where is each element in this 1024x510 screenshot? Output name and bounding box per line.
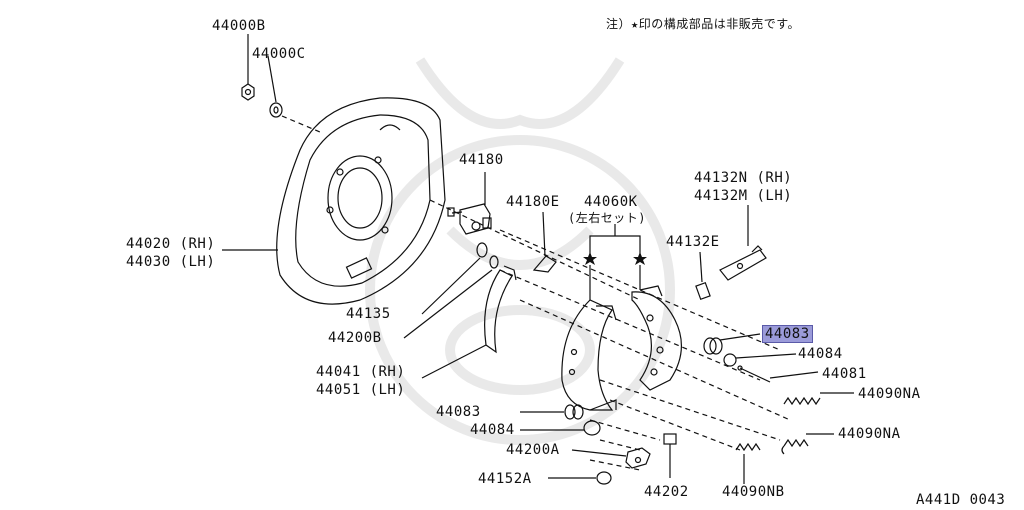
label-44083-right[interactable]: 44083 [762, 325, 813, 343]
cup-44084-right [723, 353, 737, 367]
backing-plate [276, 97, 446, 305]
label-44084-left[interactable]: 44084 [470, 422, 515, 438]
label-44000c[interactable]: 44000C [252, 46, 306, 62]
pin-44132e [695, 281, 711, 301]
label-44020[interactable]: 44020 (RH) [126, 236, 216, 252]
washer-44000c [269, 102, 283, 118]
watermark-emblem [365, 57, 675, 445]
adjuster-lever-44180e [532, 255, 557, 273]
label-44083-left[interactable]: 44083 [436, 404, 481, 420]
label-44090na-top[interactable]: 44090NA [858, 386, 921, 402]
label-44132n[interactable]: 44132N (RH) [694, 170, 793, 186]
adjuster-44200a [625, 447, 651, 469]
nut-44000b [241, 83, 255, 101]
label-44000b[interactable]: 44000B [212, 18, 266, 34]
label-44060k-set: (左右セット) [568, 211, 646, 225]
label-44051[interactable]: 44051 (LH) [316, 382, 406, 398]
spring-44090nb [735, 442, 761, 452]
label-44084-right[interactable]: 44084 [798, 346, 843, 362]
star-icon [633, 252, 647, 265]
bolt-44202 [663, 433, 677, 478]
label-44180e[interactable]: 44180E [506, 194, 560, 210]
brake-shoe-left [561, 299, 617, 411]
label-44135[interactable]: 44135 [346, 306, 391, 322]
label-44090nb[interactable]: 44090NB [722, 484, 785, 500]
label-44030[interactable]: 44030 (LH) [126, 254, 216, 270]
label-44132m[interactable]: 44132M (LH) [694, 188, 793, 204]
label-44081[interactable]: 44081 [822, 366, 867, 382]
label-44060k[interactable]: 44060K [584, 194, 638, 210]
label-44152a[interactable]: 44152A [478, 471, 532, 487]
star-icon [583, 252, 597, 265]
label-44200a[interactable]: 44200A [506, 442, 560, 458]
label-44132e[interactable]: 44132E [666, 234, 720, 250]
clip-44200b [489, 255, 499, 269]
parking-lever [719, 245, 767, 281]
plug-44152a [596, 471, 612, 485]
star-markers [583, 252, 647, 265]
spring-44135 [476, 242, 488, 258]
spring-44083-left [564, 404, 584, 420]
assembly-lines [499, 229, 791, 471]
spring-44083-right [703, 337, 723, 355]
label-44200b[interactable]: 44200B [328, 330, 382, 346]
brake-shoe-right [631, 285, 683, 391]
non-sale-note: 注）★印の構成部品は非販売です。 [606, 17, 801, 31]
label-44202[interactable]: 44202 [644, 484, 689, 500]
label-44041[interactable]: 44041 (RH) [316, 364, 406, 380]
spring-44090na-top [783, 396, 821, 406]
spring-44090na-bottom [781, 438, 809, 455]
label-44180[interactable]: 44180 [459, 152, 504, 168]
brake-shoe-44041 [484, 265, 517, 354]
figure-code: A441D 0043 [916, 492, 1006, 508]
label-44090na-bottom[interactable]: 44090NA [838, 426, 901, 442]
pin-44081 [737, 365, 771, 383]
